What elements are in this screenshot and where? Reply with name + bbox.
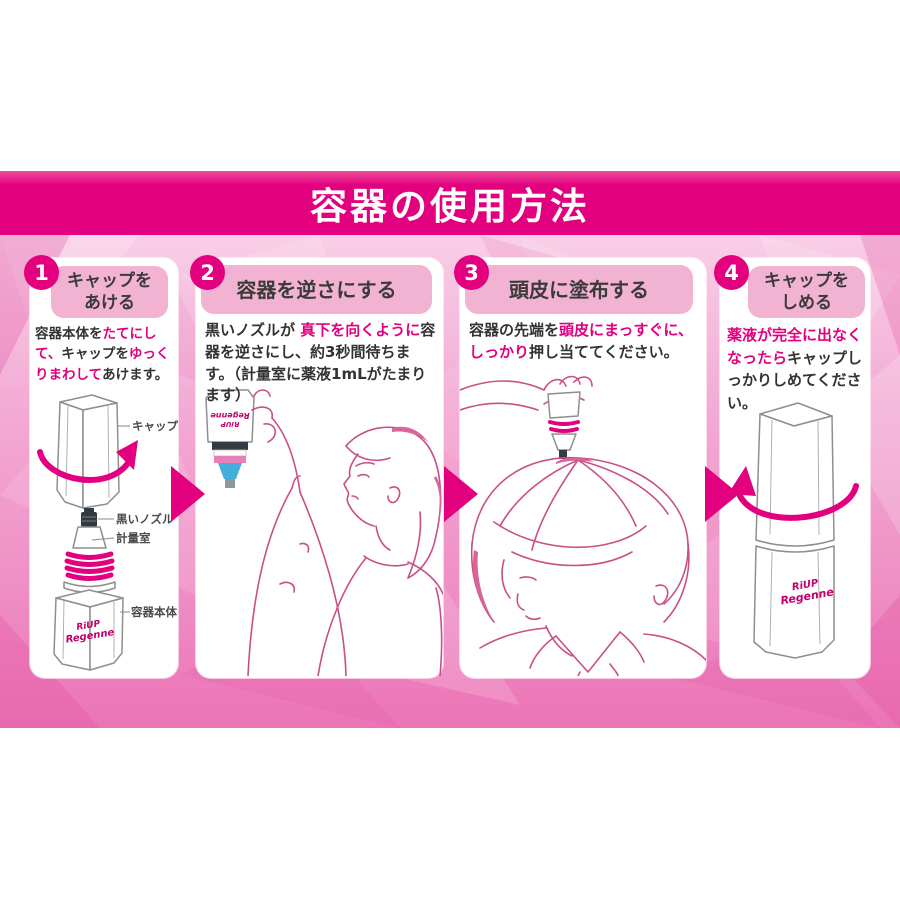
closed-bottle-drawing: RiUP Regenne <box>753 402 835 659</box>
container-body-drawing: RiUP Regenne <box>53 589 124 671</box>
woman-profile-drawing <box>317 426 443 676</box>
step-card-1: 1 キャップを あける 容器本体をたてにして、キャップをゆっくりまわしてあけます… <box>24 255 178 678</box>
step-title: キャップを あける <box>51 266 168 318</box>
label-body: 容器本体 <box>130 605 177 619</box>
step-card-2: 2 容器を逆さにする 黒いノズルが 真下を向くように容器を逆さにし、約3秒間待ち… <box>190 255 443 678</box>
arm-sleeve-drawing <box>247 475 347 676</box>
cap-drawing <box>56 394 120 509</box>
step-title: 頭皮に塗布する <box>465 265 693 314</box>
hair-accent-shapes <box>392 426 442 524</box>
title-banner: 容器の使用方法 <box>0 171 900 235</box>
closed-bottle-illustration: RiUP Regenne <box>728 402 859 659</box>
step-number-badge: 1 <box>24 255 59 290</box>
label-cap: キャップ <box>132 419 178 433</box>
measuring-chamber-drawing <box>72 526 107 549</box>
bottle-parts-illustration: RiUP Regenne キャップ 黒いノズル 計量室 容器本体 <box>37 394 178 671</box>
hair-accent-shapes <box>472 457 594 618</box>
next-step-arrow-icon <box>171 466 205 522</box>
neck-collar-drawing <box>63 581 116 594</box>
next-step-arrow-icon <box>705 466 739 522</box>
woman-inverting-bottle-illustration: RiUP Regenne <box>205 389 443 676</box>
hand-drawing <box>251 389 301 493</box>
next-step-arrow-icon <box>444 466 478 522</box>
inverted-bottle-drawing: RiUP Regenne <box>205 389 255 488</box>
page-title: 容器の使用方法 <box>310 185 590 228</box>
arm-drawing <box>460 380 545 411</box>
svg-text:RiUP: RiUP <box>76 619 102 633</box>
step-number-badge: 2 <box>190 255 225 290</box>
step-number-badge: 3 <box>454 255 489 290</box>
svg-text:RiUP: RiUP <box>791 578 820 594</box>
step-instruction: 黒いノズルが 真下を向くように容器を逆さにし、約3秒間待ちます。（計量室に薬液1… <box>205 321 436 405</box>
step-number-badge: 4 <box>714 255 749 290</box>
inverted-bottle-drawing <box>547 391 581 459</box>
step-title: キャップを しめる <box>748 266 865 318</box>
collar-shoulders-drawing <box>479 625 706 676</box>
bowed-head-drawing <box>470 456 690 623</box>
step-instruction: 容器の先端を頭皮にまっすぐに、しっかり押し当ててください。 <box>469 321 693 361</box>
step-title: 容器を逆さにする <box>201 265 432 314</box>
content-stage: 1 キャップを あける 容器本体をたてにして、キャップをゆっくりまわしてあけます… <box>0 235 900 728</box>
label-nozzle: 黒いノズル <box>116 512 174 526</box>
diagram-labels: キャップ 黒いノズル 計量室 容器本体 <box>91 419 178 619</box>
thread-rings-drawing <box>64 551 115 581</box>
woman-applying-to-scalp-illustration <box>460 375 706 676</box>
step-card-3: 3 頭皮に塗布する 容器の先端を頭皮にまっすぐに、しっかり押し当ててください。 <box>454 255 706 678</box>
label-chamber: 計量室 <box>116 531 151 545</box>
step-instruction: 容器本体をたてにして、キャップをゆっくりまわしてあけます。 <box>35 326 170 383</box>
step-instruction: 薬液が完全に出なくなったらキャップしっかりしめてください。 <box>727 326 863 412</box>
svg-text:Regenne: Regenne <box>210 411 250 420</box>
step-card-4: 4 キャップを しめる 薬液が完全に出なくなったらキャップしっかりしめてください… <box>714 255 870 678</box>
black-nozzle-drawing <box>81 508 97 527</box>
rotation-arrow-icon <box>37 440 138 483</box>
svg-text:RiUP: RiUP <box>220 420 239 428</box>
face-drawing <box>501 559 541 621</box>
